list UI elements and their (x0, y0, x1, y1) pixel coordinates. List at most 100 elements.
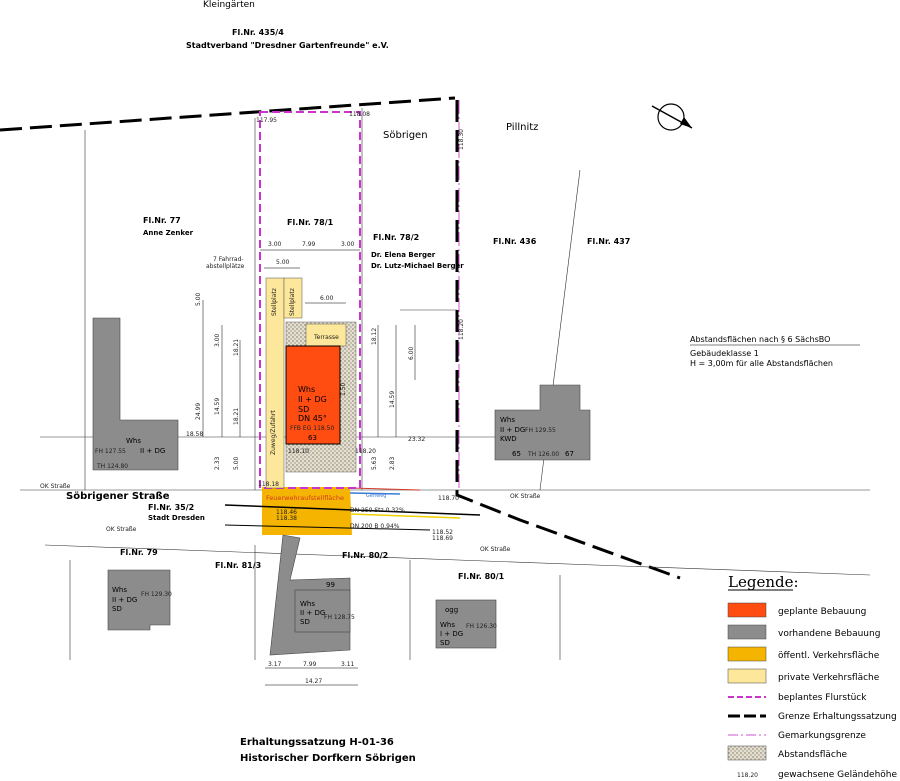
b77-th: TH 124.80 (96, 463, 128, 470)
parcel-79-label: Fl.Nr. 79 (120, 548, 158, 557)
elev-12: 118.69 (432, 535, 453, 542)
dn200-label: DN 200 B 0.94% (350, 523, 400, 530)
dim-1858: 18.58 (186, 431, 203, 438)
b436-fh: FH 129.55 (525, 427, 556, 434)
existing-building-80-2 (294, 589, 351, 633)
north-arrow-icon (651, 103, 693, 131)
ok-strasse-label-2: OK Straße (510, 493, 541, 500)
fahrrad-label-2: abstellplätze (206, 263, 245, 270)
legend-label-planned: geplante Bebauung (778, 607, 866, 617)
elev-4: 118.20 (458, 319, 465, 340)
private-access-road (265, 277, 285, 489)
b80-1-use: Whs (440, 621, 455, 629)
footer-line1: Erhaltungssatzung H-01-36 (240, 737, 394, 748)
parcel-78-2-label: Fl.Nr. 78/2 (373, 233, 419, 242)
legend-label-parcel: beplantes Flurstück (778, 693, 867, 703)
b436-no1: 65 (512, 450, 521, 458)
legend-label-boundary: Grenze Erhaltungssatzung (778, 712, 897, 722)
dim-1427: 14.27 (305, 678, 322, 685)
ok-strasse-label-3: OK Straße (106, 526, 137, 533)
dim-317: 3.17 (268, 661, 282, 668)
sewer-dn250 (224, 504, 481, 516)
parcel-437-label: Fl.Nr. 437 (587, 237, 630, 246)
legend-label-elevation: gewachsene Geländehöhe (778, 770, 898, 780)
stellplatz-label-1: Stellplatz (271, 288, 278, 316)
parcel-81-3-label: Fl.Nr. 81/3 (215, 561, 261, 570)
dim-1821a: 18.21 (233, 339, 240, 356)
b436-use: Whs (500, 416, 515, 424)
dim-1812: 18.12 (371, 328, 378, 345)
b80-2-roof: SD (300, 618, 310, 626)
zufahrt-label: Zuweg/Zufahrt (270, 410, 277, 455)
soebrigen-label: Söbrigen (383, 130, 428, 141)
b79-use: Whs (112, 586, 127, 594)
b77-floors: II + DG (140, 447, 165, 455)
dim-300b: 3.00 (341, 241, 355, 248)
b79-floors: II + DG (112, 596, 137, 604)
curb-line (349, 487, 421, 491)
dim-600: 6.00 (320, 295, 334, 302)
dim-500c: 5.00 (233, 456, 240, 470)
b79-roof: SD (112, 605, 122, 613)
kleingaerten-label: Kleingärten (203, 0, 255, 10)
dn250-label: DN 250 Stz 0.32% (350, 507, 405, 514)
abstand-note-title: Abstandsflächen nach § 6 SächsBO (690, 335, 830, 344)
elev-2: 118.08 (349, 111, 370, 118)
dim-300c: 3.00 (214, 333, 221, 347)
street-name: Söbrigener Straße (66, 491, 170, 502)
dim-500b: 5.00 (195, 292, 202, 306)
legend-label-public: öffentl. Verkehrsfläche (778, 651, 880, 661)
b80-1-fh: FH 126.30 (466, 623, 497, 630)
legend: Legende: geplante Bebauung vorhandene Be… (727, 573, 898, 780)
dim-600b: 6.00 (408, 346, 415, 360)
footer-line2: Historischer Dorfkern Söbrigen (240, 753, 416, 764)
feuerwehr-label: Feuerwehraufstellfläche (266, 494, 344, 502)
elev-7: 118.20 (355, 448, 376, 455)
legend-swatch-planned (727, 602, 767, 618)
legend-label-abstand: Abstandsfläche (778, 750, 848, 760)
parcel-78-1-label: Fl.Nr. 78/1 (287, 218, 334, 227)
parcel-35-2-label: Fl.Nr. 35/2 (148, 503, 194, 512)
public-traffic-area (262, 487, 352, 535)
stellplatz-label-2: Stellplatz (289, 288, 296, 316)
terrasse-label: Terrasse (313, 334, 339, 341)
b80-1-floors: I + DG (440, 630, 463, 638)
planned-pitch: DN 45° (298, 414, 327, 423)
dim-799b: 7.99 (303, 661, 317, 668)
b436-roof: KWD (500, 435, 517, 443)
abstand-note-line1: Gebäudeklasse 1 (690, 349, 759, 358)
parcel-35-2-owner: Stadt Dresden (148, 514, 205, 522)
dim-563: 5.63 (371, 456, 378, 470)
legend-swatch-private (727, 668, 767, 684)
legend-label-existing: vorhandene Bebauung (778, 629, 880, 639)
legend-title: Legende: (728, 573, 799, 591)
parcel-80-2-label: Fl.Nr. 80/2 (342, 551, 388, 560)
erhaltungssatzung-boundary-top (0, 96, 456, 132)
sewer-dn200 (224, 524, 431, 531)
dim-311: 3.11 (341, 661, 355, 668)
legend-swatch-existing (727, 624, 767, 640)
legend-elevation-sample: 118.20 (737, 772, 758, 779)
b80-2-floors: II + DG (300, 609, 325, 617)
dim-500: 5.00 (276, 259, 290, 266)
planned-building (285, 345, 341, 445)
b80-1-no: ogg (445, 606, 458, 614)
legend-swatch-public (727, 646, 767, 662)
b436-floors: II + DG (500, 426, 525, 434)
street-edge (349, 513, 461, 519)
private-parking (283, 277, 303, 319)
parcel-435-4-label: Fl.Nr. 435/4 (232, 28, 284, 37)
fahrrad-label: 7 Fahrrad- (213, 256, 244, 263)
dim-233: 2.33 (214, 456, 221, 470)
parcel-80-1-label: Fl.Nr. 80/1 (458, 572, 505, 581)
dim-150: 1.50 (340, 382, 347, 396)
b80-2-no: 99 (326, 581, 335, 589)
elev-10: 118.38 (276, 515, 297, 522)
parcel-77-label: Fl.Nr. 77 (143, 216, 181, 225)
b77-use: Whs (126, 437, 141, 445)
dim-283: 2.83 (389, 456, 396, 470)
elev-11: 118.52 (432, 529, 453, 536)
ok-strasse-label-4: OK Straße (480, 546, 511, 553)
b77-fh: FH 127.55 (95, 448, 126, 455)
